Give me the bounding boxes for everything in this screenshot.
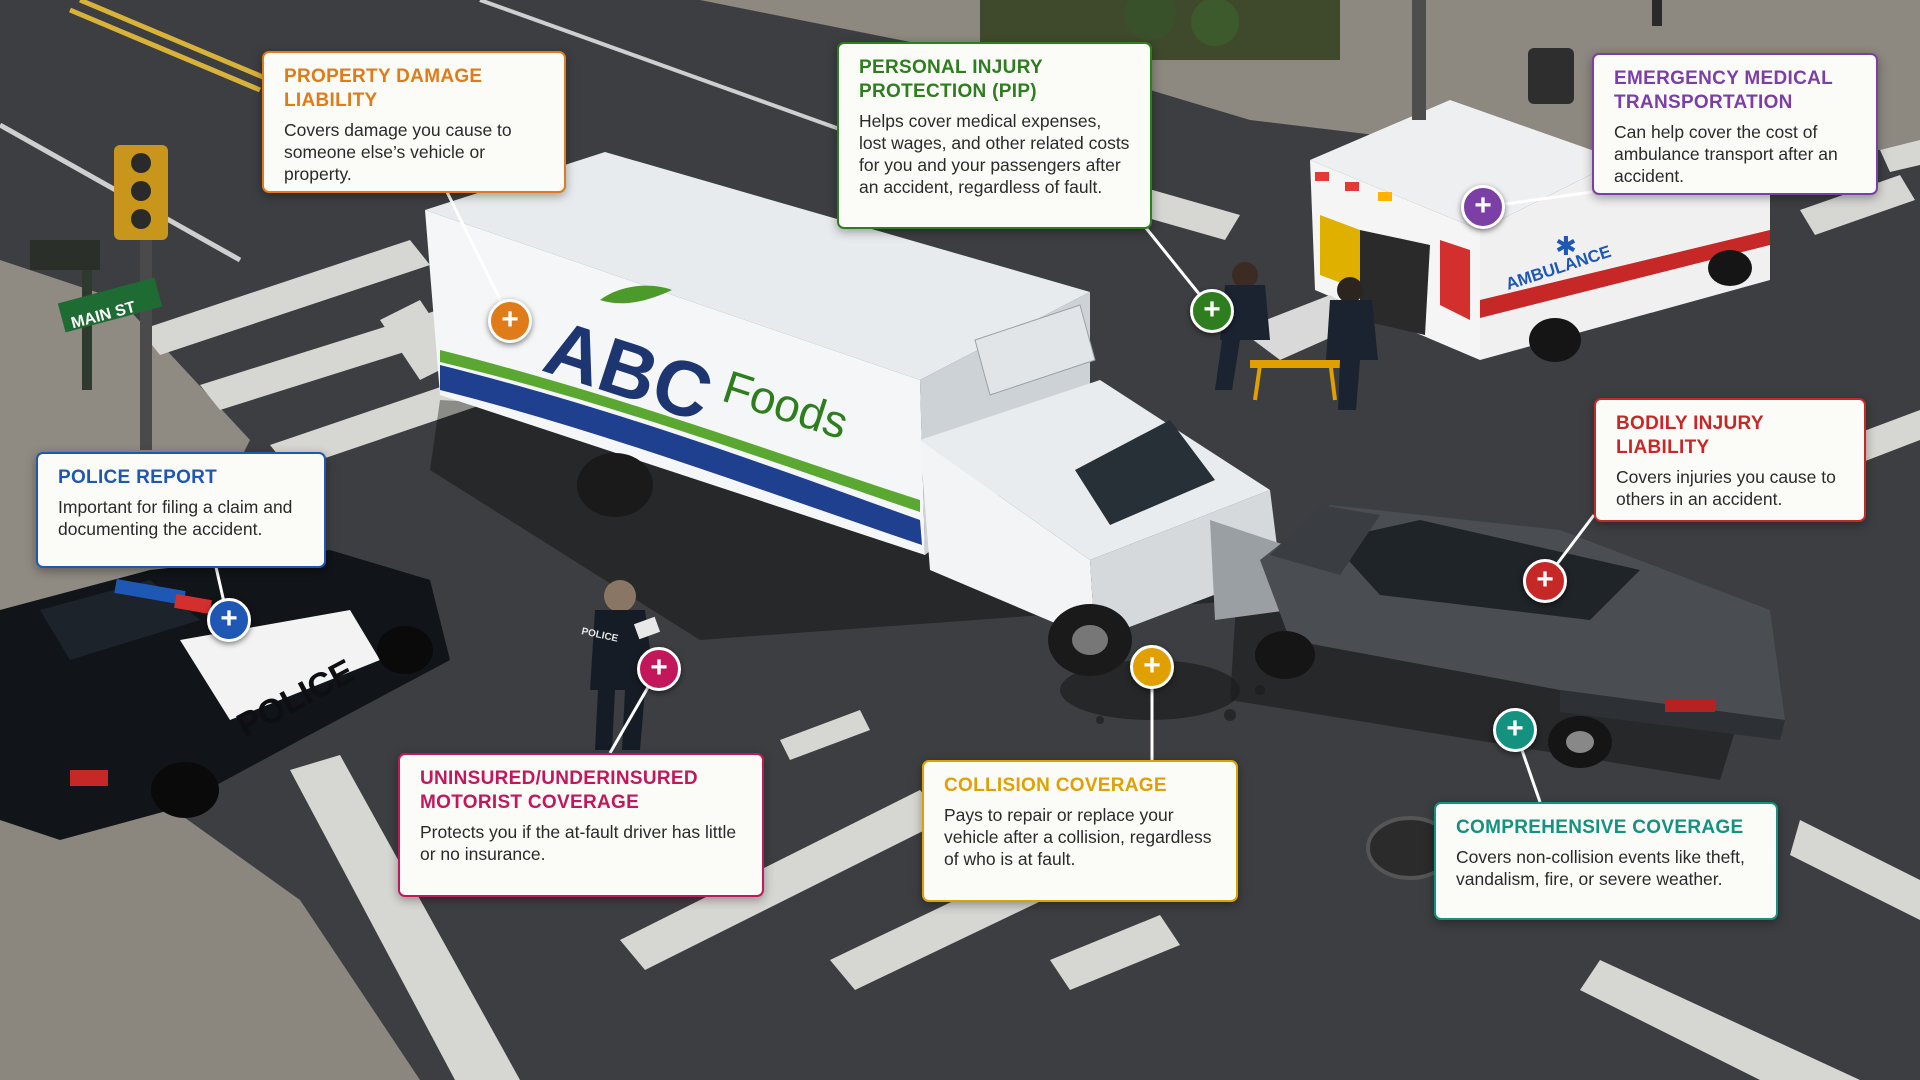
callout-bodily-injury: Bodily Injury Liability Covers injuries … <box>1594 398 1866 522</box>
police-report-plus-icon[interactable]: + <box>207 598 251 642</box>
callout-title: Bodily Injury Liability <box>1616 413 1764 458</box>
collision-plus-icon[interactable]: + <box>1130 645 1174 689</box>
police-car: POLICE <box>0 550 450 840</box>
box-truck: ABC Foods <box>425 152 1290 676</box>
callout-title: Police Report <box>58 467 218 488</box>
callout-title: Comprehensive Coverage <box>1456 817 1744 838</box>
callout-pip: Personal Injury Protection (PIP) Helps c… <box>837 42 1152 229</box>
property-damage-plus-icon[interactable]: + <box>488 299 532 343</box>
callout-description: Helps cover medical expenses, lost wages… <box>859 111 1130 197</box>
trash-can <box>1528 48 1574 104</box>
callout-title: Uninsured/Underinsured Motorist Coverage <box>420 768 698 813</box>
emergency-transport-plus-icon[interactable]: + <box>1461 185 1505 229</box>
callout-comprehensive: Comprehensive Coverage Covers non-collis… <box>1434 802 1778 920</box>
callout-uninsured-motorist: Uninsured/Underinsured Motorist Coverage… <box>398 753 764 897</box>
callout-description: Pays to repair or replace your vehicle a… <box>944 805 1212 869</box>
callout-description: Protects you if the at-fault driver has … <box>420 822 737 864</box>
callout-description: Important for filing a claim and documen… <box>58 497 293 539</box>
star-of-life-icon: ✱ <box>1555 231 1577 261</box>
callout-description: Can help cover the cost of ambulance tra… <box>1614 122 1838 186</box>
callout-description: Covers damage you cause to someone else’… <box>284 120 512 184</box>
traffic-light-pole <box>114 145 168 450</box>
paramedics-with-stretcher <box>1215 262 1378 410</box>
comprehensive-plus-icon[interactable]: + <box>1493 708 1537 752</box>
uninsured-motorist-plus-icon[interactable]: + <box>637 647 681 691</box>
callout-property-damage: Property Damage Liability Covers damage … <box>262 51 566 193</box>
callout-collision: Collision Coverage Pays to repair or rep… <box>922 760 1238 902</box>
callout-description: Covers injuries you cause to others in a… <box>1616 467 1836 509</box>
damaged-sedan <box>1255 505 1785 768</box>
pip-plus-icon[interactable]: + <box>1190 289 1234 333</box>
sidewalk-bottom-left <box>0 800 420 1080</box>
bodily-injury-plus-icon[interactable]: + <box>1523 559 1567 603</box>
callout-emergency-transport: Emergency Medical Transportation Can hel… <box>1592 53 1878 195</box>
street-sign-pole: MAIN ST <box>30 240 163 390</box>
callout-title: Emergency Medical Transportation <box>1614 68 1833 113</box>
callout-description: Covers non-collision events like theft, … <box>1456 847 1745 889</box>
callout-police-report: Police Report Important for filing a cla… <box>36 452 326 568</box>
callout-title: Property Damage Liability <box>284 66 483 111</box>
callout-title: Collision Coverage <box>944 775 1167 796</box>
callout-title: Personal Injury Protection (PIP) <box>859 57 1043 102</box>
light-pole <box>1412 0 1426 120</box>
